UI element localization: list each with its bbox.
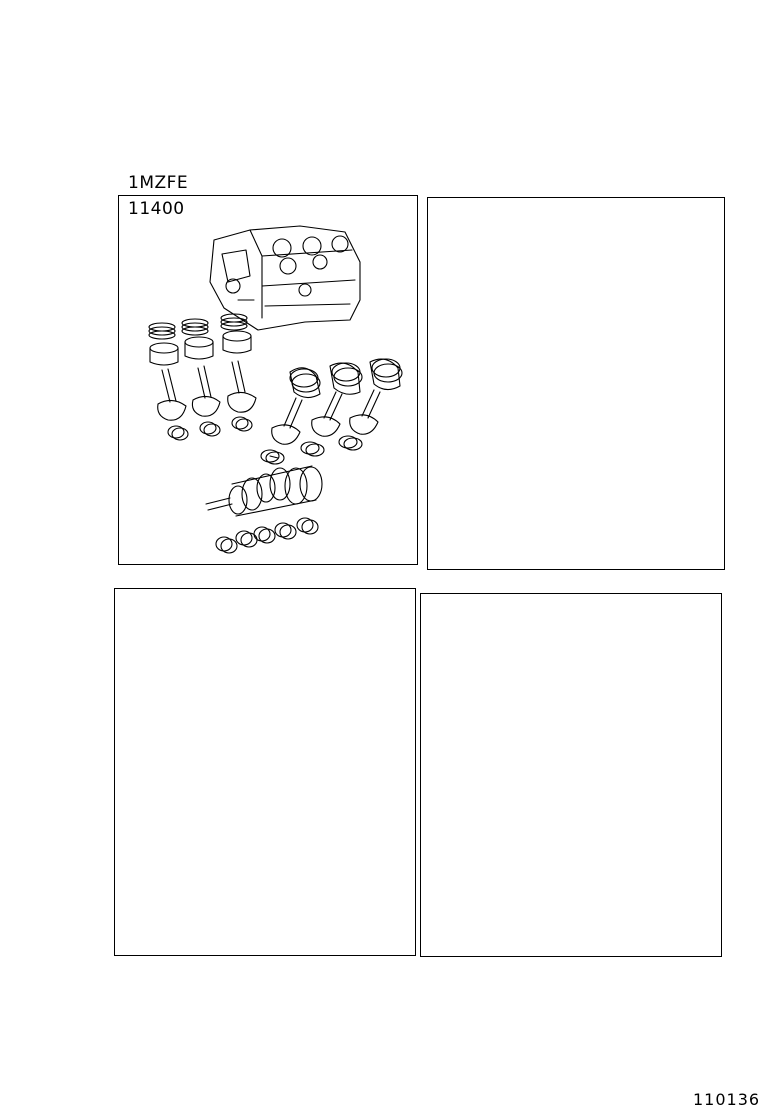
crank-bearings-row	[215, 517, 319, 554]
pistons-right-row	[289, 358, 403, 399]
rod-bearings-left-row	[167, 416, 253, 441]
pistons-left-row	[148, 313, 252, 366]
cylinder-block-drawing	[209, 225, 361, 331]
connecting-rods-right-row	[271, 389, 381, 445]
panel-top-left[interactable]	[118, 195, 418, 565]
engine-code-label: 1MZFE	[128, 173, 189, 193]
part-number-label: 11400	[128, 199, 185, 219]
panel-bottom-left[interactable]	[114, 588, 416, 956]
panel-bottom-right[interactable]	[420, 593, 722, 957]
rod-bearings-right-row	[260, 435, 363, 465]
panel-top-right[interactable]	[427, 197, 725, 570]
connecting-rods-left-row	[157, 360, 257, 421]
crankshaft-drawing	[205, 455, 323, 517]
sheet-number-label: 110136	[693, 1090, 760, 1109]
